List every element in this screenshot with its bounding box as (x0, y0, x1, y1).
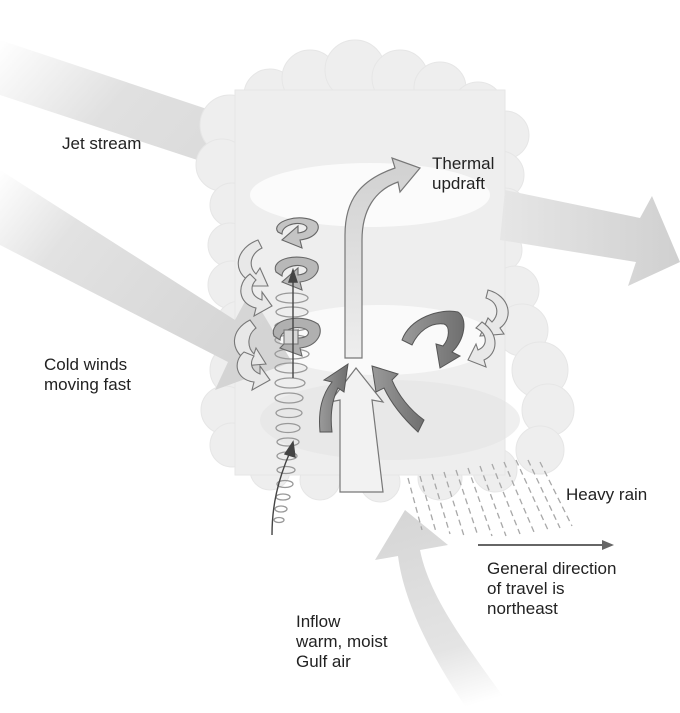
direction-label: General direction of travel is northeast (487, 559, 616, 619)
heavy-rain-label: Heavy rain (566, 485, 647, 505)
direction-arrow (478, 540, 614, 550)
inflow-label: Inflow warm, moist Gulf air (296, 612, 388, 672)
jet-stream-label: Jet stream (62, 134, 141, 154)
cold-winds-label: Cold winds moving fast (44, 355, 131, 395)
thermal-updraft-label: Thermal updraft (432, 154, 494, 194)
